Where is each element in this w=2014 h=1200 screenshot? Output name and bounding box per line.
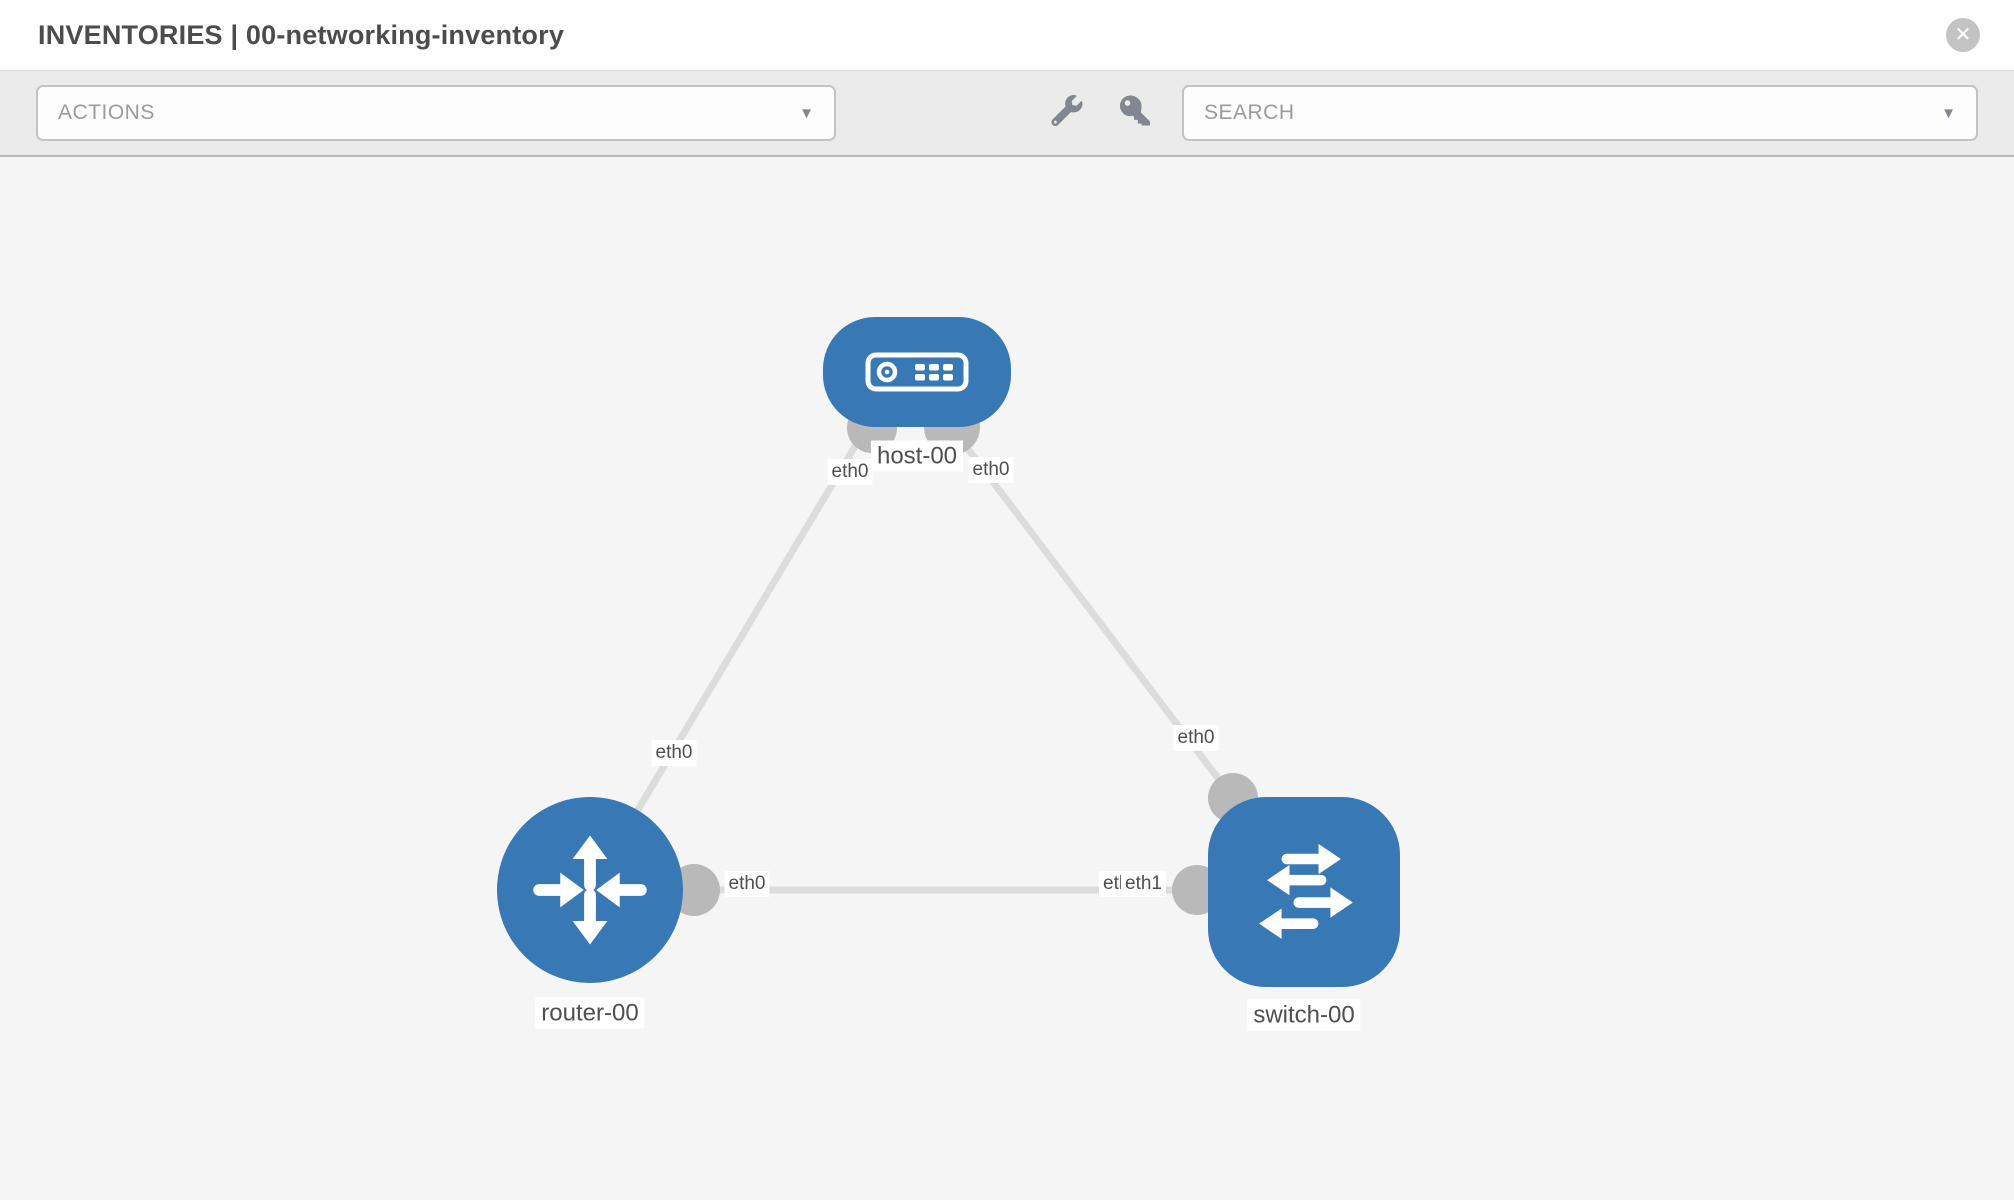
search-dropdown[interactable]: ▼ — [1182, 85, 1978, 141]
close-button[interactable]: ✕ — [1946, 18, 1980, 52]
server-icon — [865, 352, 969, 392]
search-input[interactable] — [1204, 101, 1928, 125]
page-title: INVENTORIES | 00-networking-inventory — [38, 19, 565, 50]
actions-dropdown-label: ACTIONS — [58, 101, 155, 124]
actions-dropdown[interactable]: ACTIONS ▼ — [36, 85, 836, 141]
topology-links-layer — [586, 399, 1304, 916]
node-label-router-00: router-00 — [535, 997, 645, 1029]
toolbar: ACTIONS ▼ ▼ — [0, 71, 2014, 157]
node-label-switch-00: switch-00 — [1247, 999, 1361, 1031]
port-label-switch-eth0-uplink: eth0 — [1173, 725, 1219, 751]
node-router-00[interactable] — [497, 797, 683, 983]
chevron-down-icon: ▼ — [1941, 104, 1956, 122]
port-label-host-eth0-left: eth0 — [827, 459, 873, 485]
port-label-host-eth0-right: eth0 — [968, 457, 1014, 483]
node-label-host-00: host-00 — [870, 440, 964, 472]
node-host-00[interactable] — [823, 317, 1011, 427]
switch-arrows-icon — [1259, 843, 1353, 939]
chevron-down-icon: ▼ — [799, 104, 814, 122]
port-label-router-eth0: eth0 — [724, 871, 770, 897]
wrench-icon — [1051, 94, 1083, 127]
credentials-button[interactable] — [1120, 95, 1150, 131]
header-bar: INVENTORIES | 00-networking-inventory ✕ — [0, 0, 2014, 71]
topology-canvas[interactable]: host-00 router-00 switch-00 eth0 eth0 et… — [0, 157, 2014, 1200]
router-arrows-icon — [533, 835, 647, 945]
port-label-switch-eth1: eth1 — [1121, 871, 1166, 897]
key-icon — [1120, 95, 1150, 128]
configure-button[interactable] — [1051, 94, 1083, 131]
port-label-router-eth0-uplink: eth0 — [651, 740, 697, 766]
close-icon: ✕ — [1954, 24, 1972, 46]
node-switch-00[interactable] — [1208, 797, 1400, 987]
